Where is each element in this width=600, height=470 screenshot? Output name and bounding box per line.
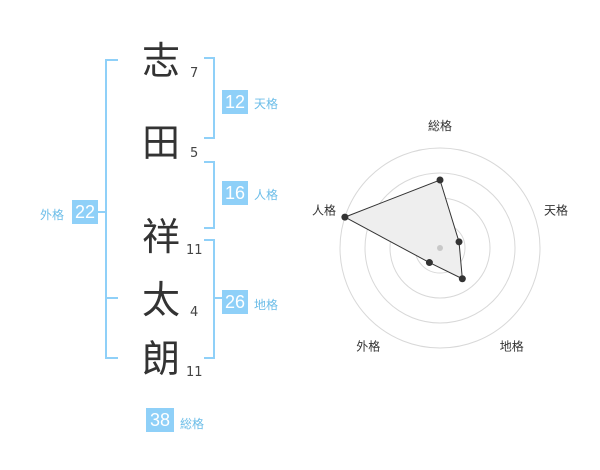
radar-ring	[339, 147, 541, 349]
radar-point-5	[341, 213, 349, 221]
radar-axis-label-3: 地格	[500, 339, 524, 354]
chikaku-label: 地格	[254, 298, 279, 312]
radar-points	[341, 176, 466, 283]
name-char-1: 志	[142, 39, 181, 83]
radar-center	[437, 245, 443, 251]
radar-ring	[364, 172, 516, 324]
tenkaku-value: 12	[222, 90, 248, 114]
gaikaku-bracket	[105, 59, 118, 359]
stroke-count-1: 7	[190, 66, 199, 81]
radar-point-3	[458, 275, 466, 283]
radar-point-4	[425, 259, 433, 267]
soukaku-value: 38	[146, 408, 174, 432]
name-char-3: 祥	[142, 215, 181, 259]
radar-axis-label-4: 外格	[356, 339, 380, 354]
stroke-count-5: 11	[186, 365, 203, 380]
stroke-count-2: 5	[190, 146, 199, 161]
radar-axis-label-2: 天格	[544, 202, 568, 217]
name-char-4: 太	[142, 278, 181, 322]
jinkaku-bracket	[204, 161, 215, 229]
jinkaku-value: 16	[222, 181, 248, 205]
name-char-5: 朗	[142, 337, 181, 381]
radar-axis-label-1: 総格	[428, 118, 452, 133]
radar-point-2	[455, 238, 463, 246]
radar-area	[343, 179, 463, 280]
stroke-count-3: 11	[186, 243, 203, 258]
tenkaku-bracket	[204, 57, 215, 139]
chikaku-value: 26	[222, 290, 248, 314]
radar-point-1	[436, 176, 444, 184]
gaikaku-value: 22	[72, 200, 98, 224]
gaikaku-label: 外格	[40, 208, 65, 222]
soukaku-label: 総格	[180, 417, 205, 431]
radar-axis-label-5: 人格	[312, 202, 336, 217]
name-char-2: 田	[142, 121, 181, 165]
tenkaku-label: 天格	[254, 97, 279, 111]
stroke-count-4: 4	[190, 305, 199, 320]
jinkaku-label: 人格	[254, 188, 279, 202]
